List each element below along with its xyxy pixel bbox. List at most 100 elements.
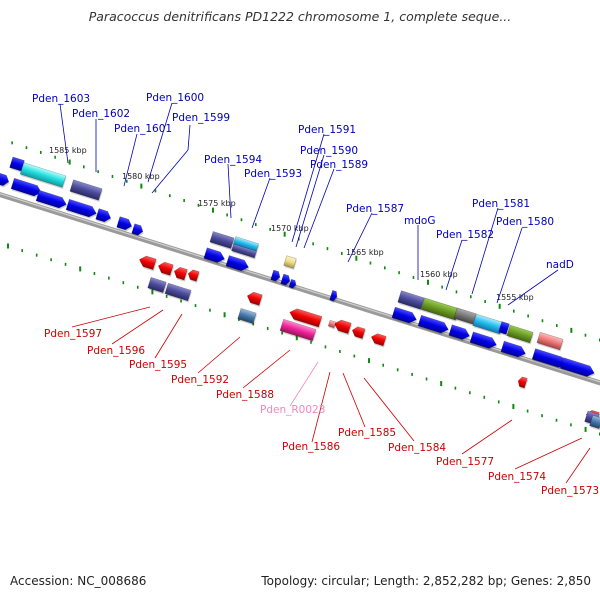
gene-label[interactable]: Pden_1599	[172, 112, 230, 124]
gene-label[interactable]: Pden_1589	[310, 159, 368, 171]
gene-block[interactable]	[327, 319, 337, 330]
gene-block[interactable]	[69, 179, 103, 202]
gene-block[interactable]	[453, 307, 477, 326]
forward-gene-arrow[interactable]	[391, 306, 419, 326]
gene-label[interactable]: Pden_1588	[216, 389, 274, 401]
rna-leader-line	[289, 361, 319, 407]
forward-gene-arrow[interactable]	[288, 278, 299, 290]
reverse-gene-arrow[interactable]	[350, 325, 366, 341]
tick-mark	[169, 194, 171, 198]
gene-label[interactable]: Pden_1584	[388, 442, 446, 454]
gene-label[interactable]: Pden_1597	[44, 328, 102, 340]
gene-label[interactable]: Pden_1590	[300, 145, 358, 157]
forward-gene-arrow[interactable]	[65, 198, 99, 220]
forward-gene-arrow[interactable]	[116, 216, 134, 233]
gene-label[interactable]: Pden_R0023	[260, 404, 325, 416]
gene-block[interactable]	[147, 277, 168, 295]
tick-mark	[425, 377, 428, 381]
reverse-gene-arrow[interactable]	[186, 269, 200, 283]
tick-mark	[50, 258, 52, 262]
gene-label[interactable]: Pden_1581	[472, 198, 530, 210]
gene-label[interactable]: mdoG	[404, 215, 435, 227]
forward-gene-arrow[interactable]	[469, 331, 500, 352]
gene-label[interactable]: Pden_1593	[244, 168, 302, 180]
forward-gene-arrow[interactable]	[35, 189, 69, 211]
tick-mark	[555, 418, 558, 422]
gene-block[interactable]	[19, 162, 67, 189]
tick-mark	[165, 294, 168, 298]
tick-mark	[122, 281, 125, 285]
forward-gene-arrow[interactable]	[95, 208, 113, 225]
forward-gene-arrow[interactable]	[131, 223, 145, 238]
tick-mark	[556, 324, 558, 328]
reverse-gene-arrow[interactable]	[156, 261, 175, 278]
gene-label[interactable]: Pden_1587	[346, 203, 404, 215]
gene-block[interactable]	[231, 243, 258, 260]
reverse-gene-arrow[interactable]	[332, 318, 353, 336]
gene-label[interactable]: Pden_1595	[129, 359, 187, 371]
gene-label[interactable]: nadD	[546, 259, 574, 271]
forward-gene-arrow[interactable]	[500, 340, 528, 360]
forward-gene-arrow[interactable]	[203, 247, 227, 266]
forward-gene-arrow[interactable]	[280, 273, 292, 288]
tick-mark	[570, 423, 572, 427]
forward-gene-arrow[interactable]	[0, 172, 12, 189]
tick-mark	[512, 403, 515, 409]
bottom-gene-labels: Pden_1597 Pden_1596 Pden_1595 Pden_1592 …	[44, 328, 599, 497]
gene-block[interactable]	[397, 290, 425, 312]
gene-label[interactable]: Pden_1573	[541, 485, 599, 497]
reverse-gene-arrow[interactable]	[245, 291, 264, 308]
reverse-gene-arrow[interactable]	[516, 376, 529, 390]
tick-mark	[541, 319, 544, 323]
gene-label[interactable]: Pden_1602	[72, 108, 130, 120]
gene-label[interactable]: Pden_1585	[338, 427, 396, 439]
reverse-gene-arrow[interactable]	[137, 254, 158, 272]
gene-label[interactable]: Pden_1603	[32, 93, 90, 105]
gene-block[interactable]	[279, 318, 318, 343]
tick-mark	[396, 368, 399, 372]
gene-label[interactable]: Pden_1577	[436, 456, 494, 468]
forward-gene-arrow[interactable]	[10, 177, 44, 199]
gene-label[interactable]: Pden_1591	[298, 124, 356, 136]
forward-gene-arrow[interactable]	[270, 269, 282, 284]
tick-mark	[427, 279, 429, 285]
gene-block[interactable]	[420, 297, 461, 322]
top-dot-track	[11, 141, 600, 342]
gene-label[interactable]: Pden_1601	[114, 123, 172, 135]
gene-label[interactable]: Pden_1600	[146, 92, 204, 104]
forward-gene-arrow[interactable]	[559, 357, 597, 380]
bottom-leader-lines	[71, 306, 591, 484]
reverse-gene-arrow[interactable]	[172, 266, 189, 282]
forward-gene-arrow[interactable]	[417, 314, 451, 336]
tick-mark	[212, 207, 214, 213]
gene-label[interactable]: Pden_1582	[436, 229, 494, 241]
gene-label[interactable]: Pden_1594	[204, 154, 262, 166]
tick-mark	[584, 333, 587, 337]
tick-mark	[310, 340, 312, 344]
gene-label[interactable]: Pden_1592	[171, 374, 229, 386]
gene-block[interactable]	[498, 321, 511, 337]
gene-label[interactable]: Pden_1596	[87, 345, 145, 357]
forward-gene-arrow[interactable]	[329, 290, 339, 303]
accession-text: Accession: NC_008686	[10, 574, 147, 588]
tick-mark	[154, 189, 157, 193]
tick-mark	[97, 170, 99, 174]
tick-mark	[283, 231, 286, 237]
gene-label[interactable]: Pden_1586	[282, 441, 340, 453]
reverse-gene-arrow[interactable]	[369, 332, 387, 348]
gene-block[interactable]	[237, 308, 258, 326]
gene-label[interactable]: Pden_1574	[488, 471, 546, 483]
gene-block[interactable]	[164, 282, 192, 303]
reverse-gene-arrow[interactable]	[288, 307, 323, 329]
gene-block[interactable]	[536, 331, 564, 352]
gene-block[interactable]	[506, 324, 534, 345]
gene-label[interactable]: Pden_1580	[496, 216, 554, 228]
forward-gene-arrow[interactable]	[225, 255, 251, 274]
forward-gene-arrow[interactable]	[448, 324, 472, 343]
gene-block[interactable]	[9, 156, 26, 173]
tick-mark	[266, 327, 269, 331]
gene-block[interactable]	[472, 313, 504, 336]
gene-block[interactable]	[209, 231, 235, 251]
gene-block[interactable]	[283, 255, 297, 270]
